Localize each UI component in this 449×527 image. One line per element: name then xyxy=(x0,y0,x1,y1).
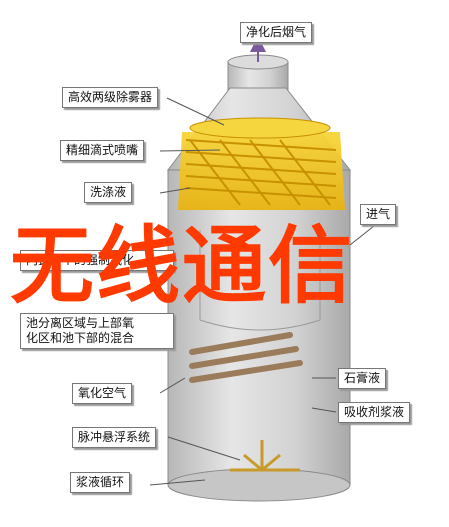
label-slurry-circulation: 浆液循环 xyxy=(70,472,131,493)
label-clean-flue-gas: 净化后烟气 xyxy=(240,22,313,43)
oxidation-pipes xyxy=(189,332,303,383)
tower-body xyxy=(167,169,351,502)
label-oxidation-air: 氧化空气 xyxy=(72,383,133,404)
label-pulse-suspension: 脉冲悬浮系统 xyxy=(72,427,157,448)
overlay-title-text: 无线通信 xyxy=(10,217,355,315)
label-gypsum-liquid: 石膏液 xyxy=(338,368,387,389)
label-fine-spray-nozzle: 精细滴式喷嘴 xyxy=(60,140,145,161)
spray-packing-zone xyxy=(178,117,345,210)
internal-structure xyxy=(199,230,321,331)
label-partition-lines: 池分离区域与上部氧 化区和池下部的混合 xyxy=(20,313,174,349)
label-high-eff-demister: 高效两级除雾器 xyxy=(62,87,159,108)
pulse-agitator xyxy=(230,440,300,472)
label-internal-partition: 内置一个的强制氧化 xyxy=(20,250,174,271)
label-absorbent-slurry: 吸收剂浆液 xyxy=(338,402,411,423)
outlet-pipe xyxy=(227,36,289,91)
label-internal-partition-line1: 内置一个的强制氧化 xyxy=(26,253,135,267)
label-wash-liquid: 洗涤液 xyxy=(84,182,133,203)
label-gas-inlet: 进气 xyxy=(360,204,397,225)
